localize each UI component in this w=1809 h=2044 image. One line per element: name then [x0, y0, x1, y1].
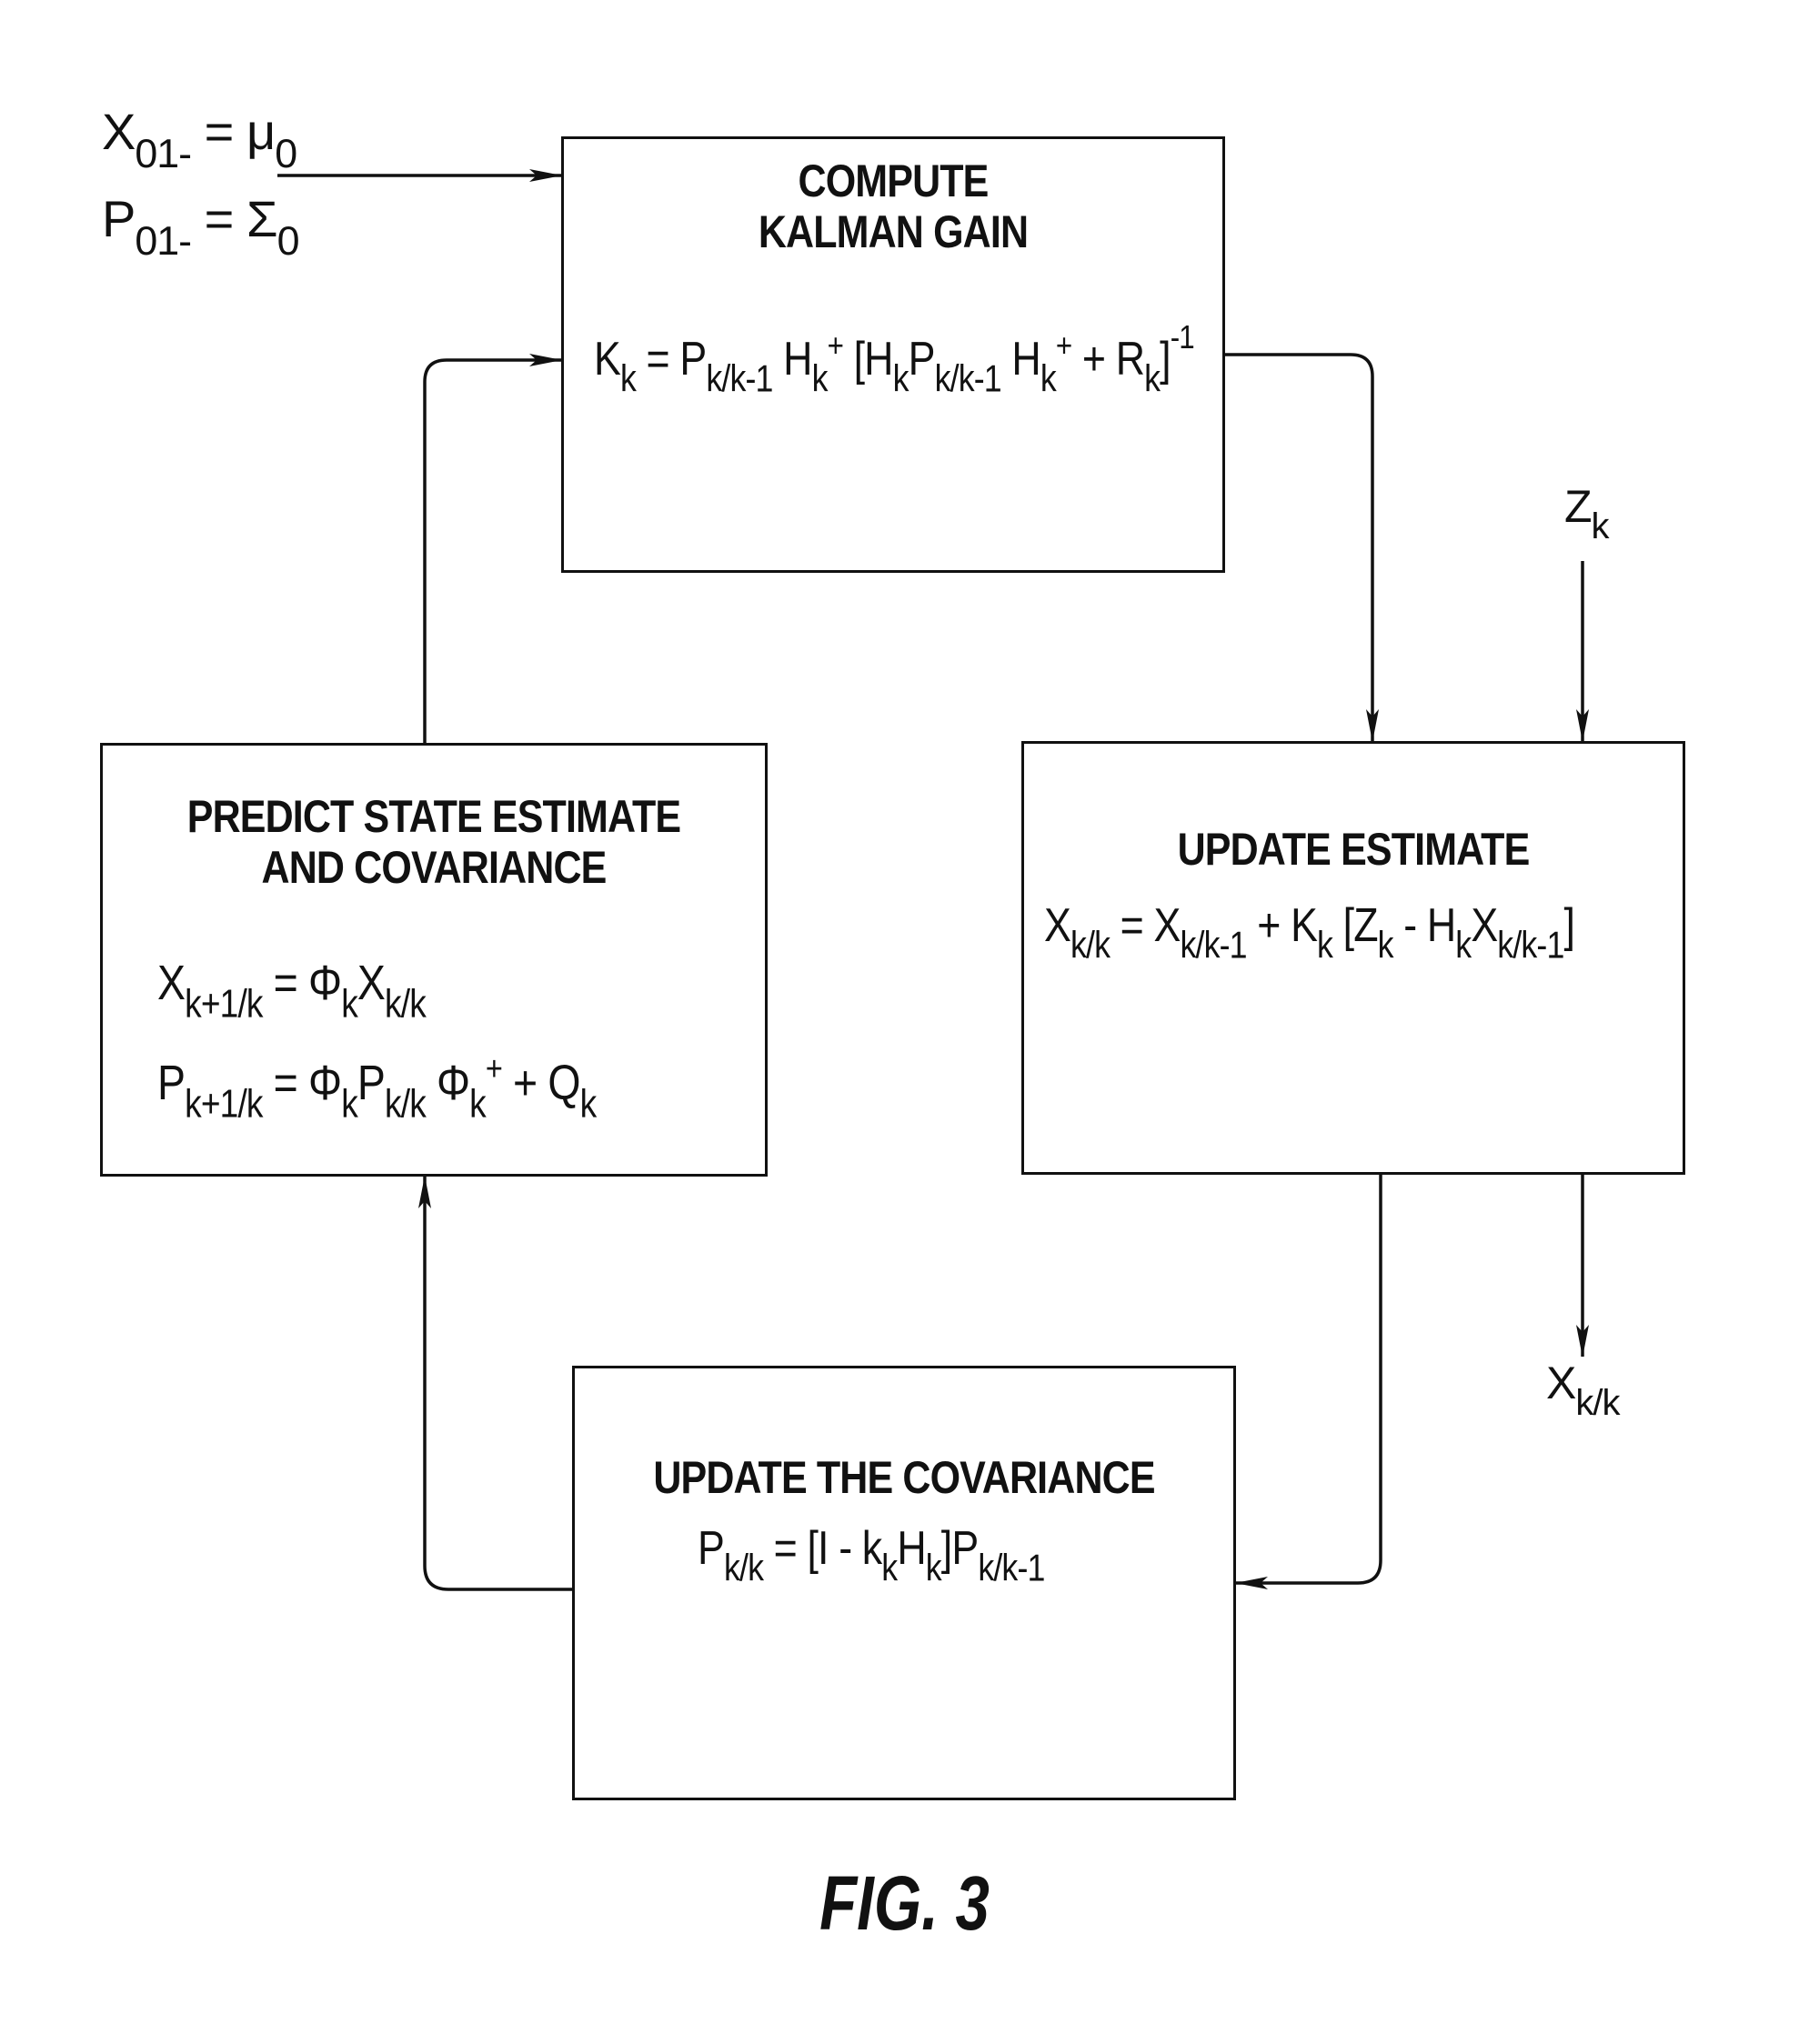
arrow-update-estimate-to-covariance: [1236, 1175, 1381, 1583]
output-estimate-label: Xk/k: [1546, 1357, 1619, 1409]
figure-label: FIG. 3: [181, 1859, 1628, 1948]
update-covariance-box: UPDATE THE COVARIANCE Pk/k = [I - kkHk]P…: [572, 1366, 1236, 1800]
kalman-box-title-line1: COMPUTE: [610, 155, 1177, 206]
update-estimate-title: UPDATE ESTIMATE: [1070, 824, 1637, 875]
kalman-gain-equation: Kk = Pk/k-1 Hk+ [HkPk/k-1 Hk+ + Rk]-1: [594, 332, 1194, 386]
kalman-box-title-line2: KALMAN GAIN: [610, 206, 1177, 257]
state-prediction-equation: Xk+1/k = ΦkXk/k: [157, 955, 426, 1011]
covariance-prediction-equation: Pk+1/k = ΦkPk/k Φk+ + Qk: [157, 1055, 596, 1111]
arrow-kalman-to-update-estimate: [1225, 355, 1372, 741]
arrow-covariance-to-predict: [425, 1177, 572, 1589]
measurement-label: Zk: [1564, 480, 1609, 533]
predict-box-title-line2: AND COVARIANCE: [149, 842, 719, 893]
predict-box-title-line1: PREDICT STATE ESTIMATE: [149, 791, 719, 842]
state-update-equation: Xk/k = Xk/k-1 + Kk [Zk - HkXk/k-1]: [1044, 898, 1574, 953]
update-covariance-title: UPDATE THE COVARIANCE: [621, 1452, 1188, 1503]
predict-state-box: PREDICT STATE ESTIMATE AND COVARIANCE Xk…: [100, 743, 768, 1177]
compute-kalman-gain-box: COMPUTE KALMAN GAIN Kk = Pk/k-1 Hk+ [HkP…: [561, 136, 1225, 573]
initial-covariance-label: P01- = Σ0: [102, 189, 298, 248]
covariance-update-equation: Pk/k = [I - kkHk]Pk/k-1: [698, 1521, 1045, 1576]
arrow-predict-to-kalman: [425, 360, 561, 743]
initial-state-label: X01- = μ0: [102, 102, 296, 161]
update-estimate-box: UPDATE ESTIMATE Xk/k = Xk/k-1 + Kk [Zk -…: [1021, 741, 1685, 1175]
